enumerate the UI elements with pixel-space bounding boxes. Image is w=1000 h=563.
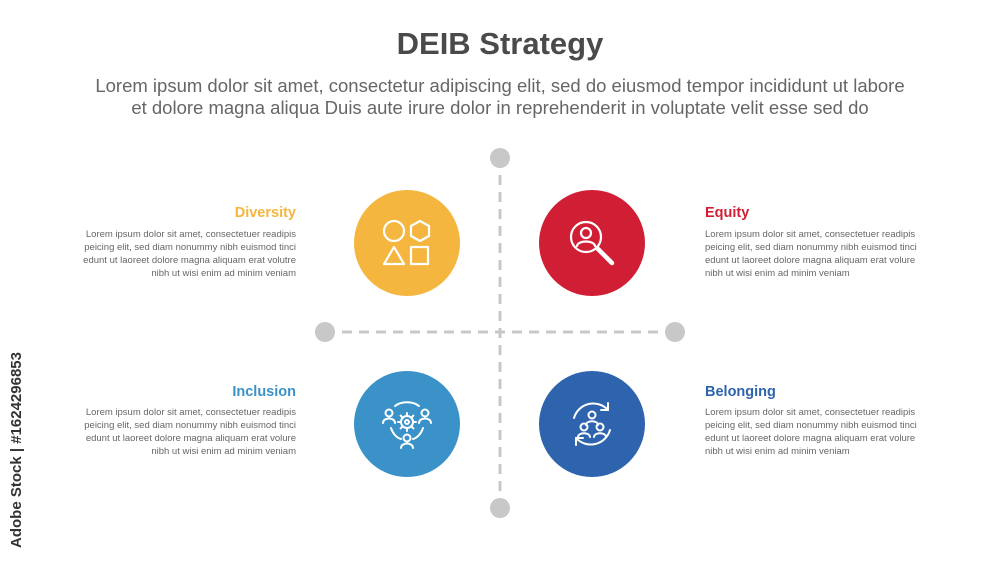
belonging-description: Lorem ipsum dolor sit amet, consectetuer… — [705, 406, 945, 458]
belonging-circle — [539, 371, 645, 477]
diversity-heading: Diversity — [234, 205, 296, 221]
desc-line: Lorem ipsum dolor sit amet, consectetuer… — [85, 407, 296, 418]
inclusion-description: Lorem ipsum dolor sit amet, consectetuer… — [56, 406, 296, 458]
desc-line: nibh ut wisi enim ad minim veniam — [151, 268, 296, 279]
equity-description: Lorem ipsum dolor sit amet, consectetuer… — [705, 228, 945, 280]
shapes-icon — [382, 219, 431, 266]
desc-line: nibh ut wisi enim ad minim veniam — [151, 446, 296, 457]
page-title: DEIB Strategy — [396, 26, 604, 61]
group-cycle-icon — [573, 402, 611, 446]
inclusion-heading: Inclusion — [232, 384, 296, 400]
desc-line: Lorem ipsum dolor sit amet, consectetuer… — [705, 407, 916, 418]
desc-line: edunt ut laoreet dolore magna aliquam er… — [83, 255, 296, 266]
desc-line: Lorem ipsum dolor sit amet, consectetuer… — [705, 229, 916, 240]
subtitle-line-1: Lorem ipsum dolor sit amet, consectetur … — [95, 75, 905, 96]
desc-line: peicing elit, sed diam nonummy nibh euis… — [705, 420, 917, 431]
axis-endpoint-top — [490, 148, 510, 168]
diversity-circle — [354, 190, 460, 296]
stock-watermark: Adobe Stock | #1624296853 — [8, 352, 25, 548]
team-gear-icon — [382, 401, 432, 449]
equity-circle — [539, 190, 645, 296]
belonging-heading: Belonging — [705, 384, 776, 400]
axis-endpoint-right — [665, 322, 685, 342]
inclusion-circle — [354, 371, 460, 477]
desc-line: peicing elit, sed diam nonummy nibh euis… — [84, 242, 296, 253]
desc-line: peicing elit, sed diam nonummy nibh euis… — [705, 242, 917, 253]
desc-line: edunt ut laoreet dolore magna aliquam er… — [85, 433, 296, 444]
desc-line: peicing elit, sed diam nonummy nibh euis… — [84, 420, 296, 431]
desc-line: nibh ut wisi enim ad minim veniam — [705, 268, 850, 279]
desc-line: nibh ut wisi enim ad minim veniam — [705, 446, 850, 457]
diversity-description: Lorem ipsum dolor sit amet, consectetuer… — [56, 228, 296, 280]
subtitle: Lorem ipsum dolor sit amet, consectetur … — [40, 75, 960, 119]
axis-endpoint-bottom — [490, 498, 510, 518]
desc-line: edunt ut laoreet dolore magna aliquam er… — [705, 433, 916, 444]
equity-heading: Equity — [705, 205, 750, 221]
subtitle-line-2: et dolore magna aliqua Duis aute irure d… — [131, 97, 869, 118]
axis-endpoint-left — [315, 322, 335, 342]
desc-line: Lorem ipsum dolor sit amet, consectetuer… — [85, 229, 296, 240]
search-user-icon — [569, 220, 615, 266]
desc-line: edunt ut laoreet dolore magna aliquam er… — [705, 255, 916, 266]
